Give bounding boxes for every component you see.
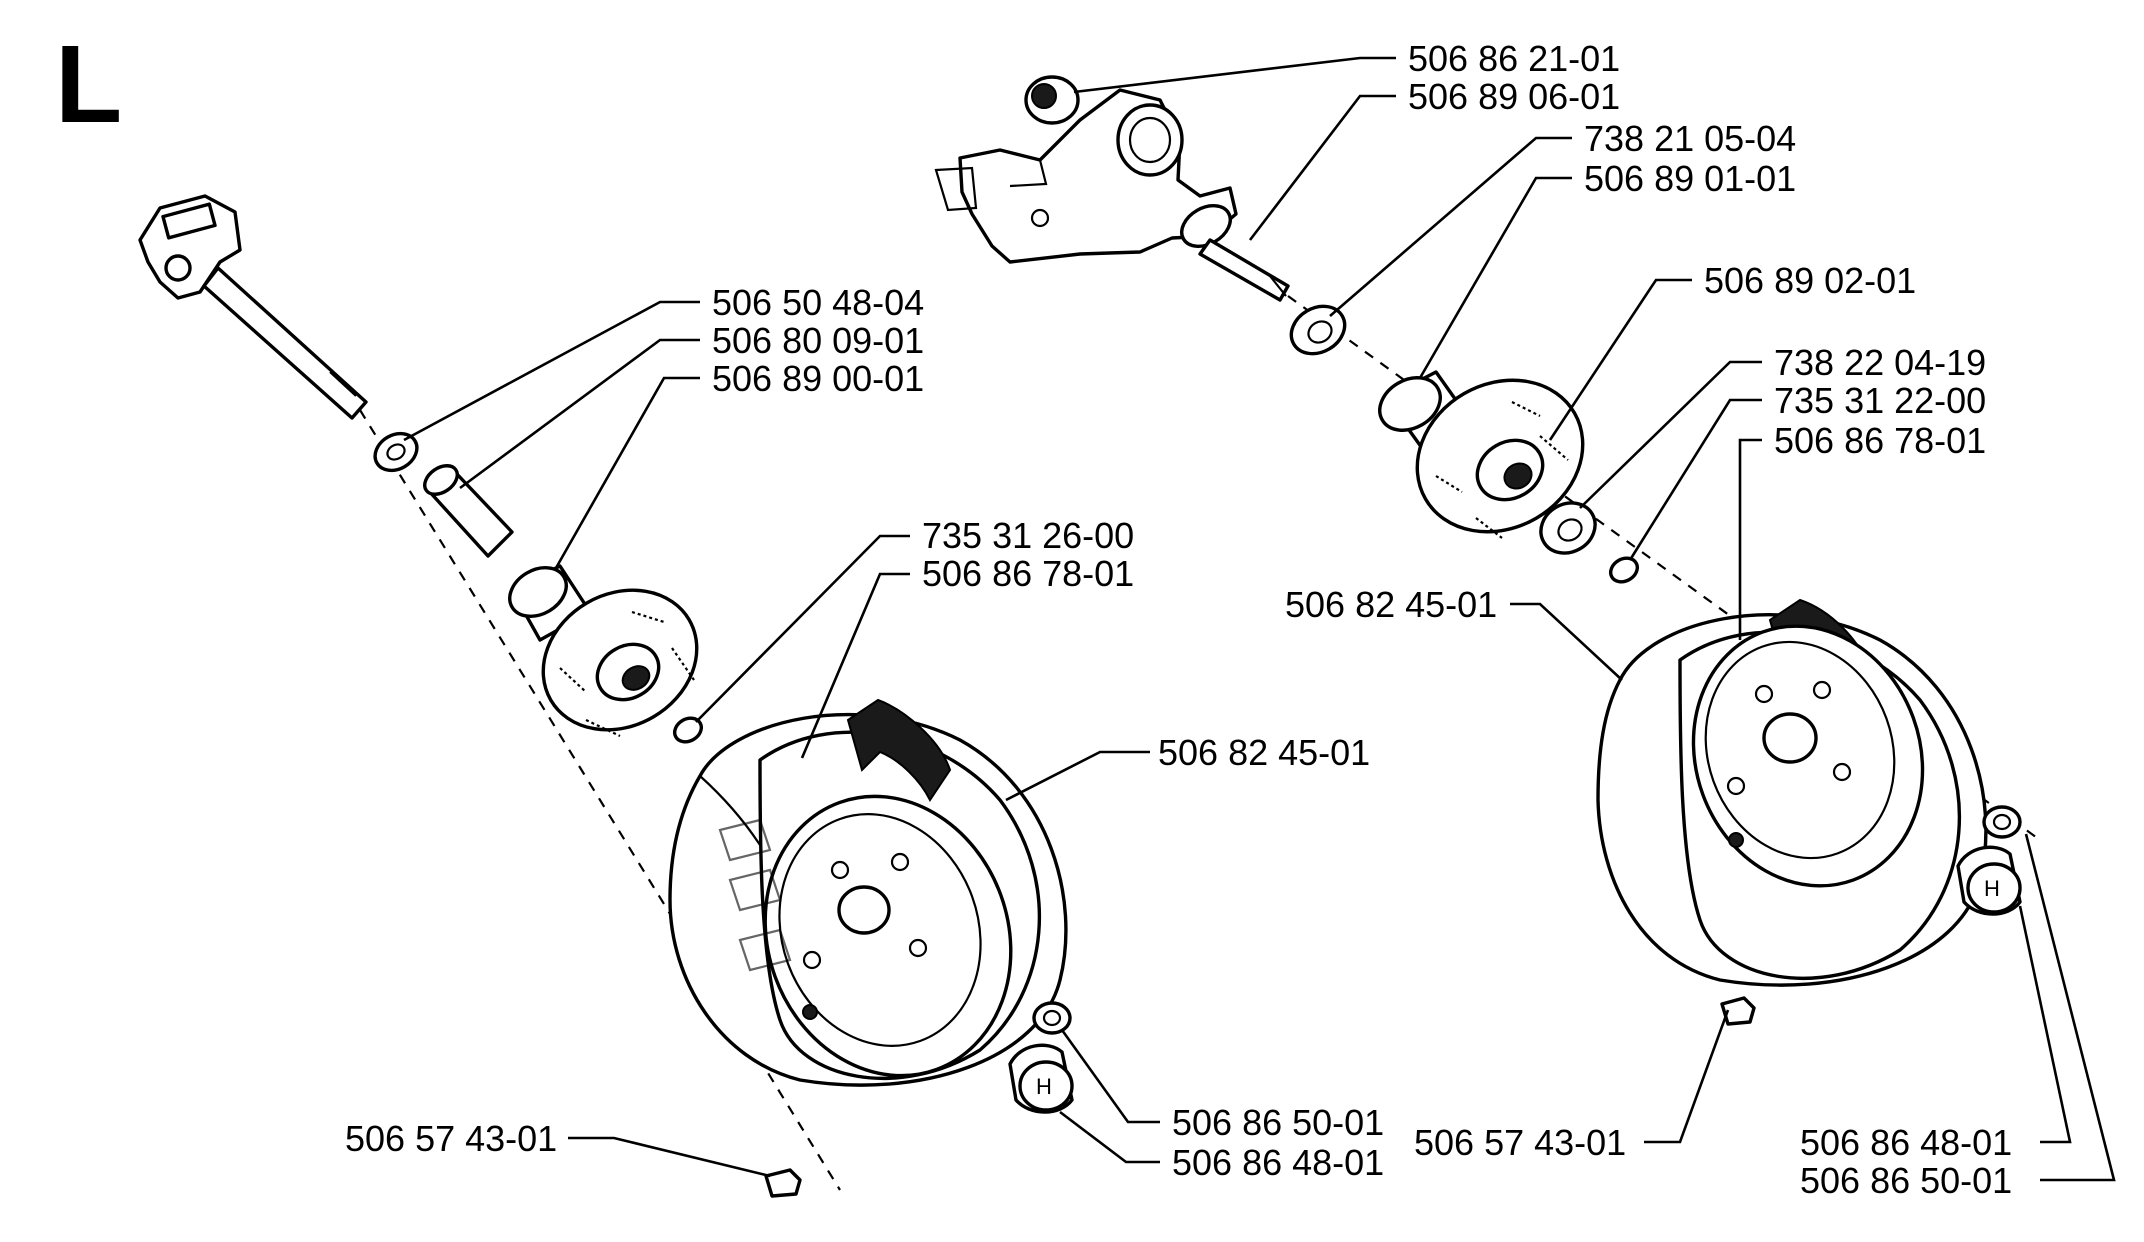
right-hub-cap: H	[1956, 845, 2022, 916]
svg-text:H: H	[1036, 1074, 1052, 1099]
right-valve	[1720, 996, 1756, 1026]
label-right-hub-cap: 506 86 48-01	[1800, 1122, 2012, 1163]
label-right-nut: 506 86 50-01	[1800, 1160, 2012, 1201]
left-valve	[764, 1168, 802, 1198]
label-right-valve: 506 57 43-01	[1414, 1122, 1626, 1163]
left-spacer	[373, 431, 419, 473]
svg-text:H: H	[1984, 876, 2000, 901]
section-letter: L	[55, 23, 122, 146]
label-left-nut: 506 86 50-01	[1172, 1102, 1384, 1143]
label-right-bearing-outer: 738 22 04-19	[1774, 342, 1986, 383]
left-nut	[1032, 1001, 1072, 1035]
right-axle-arm	[934, 88, 1238, 264]
label-right-bearing: 738 21 05-04	[1584, 118, 1796, 159]
left-hub-cap: H	[1008, 1043, 1074, 1114]
label-left-hub-cap: 506 86 48-01	[1172, 1142, 1384, 1183]
right-wheel	[1596, 598, 1988, 987]
left-hub	[508, 564, 699, 737]
label-right-circlip: 735 31 22-00	[1774, 380, 1986, 421]
label-right-studs: 506 89 02-01	[1704, 260, 1916, 301]
label-left-spacer: 506 50 48-04	[712, 282, 924, 323]
left-wheel	[668, 698, 1068, 1087]
right-axle-shaft	[1180, 204, 1290, 302]
label-left-sleeve: 506 80 09-01	[712, 320, 924, 361]
label-right-wheel: 506 82 45-01	[1285, 584, 1497, 625]
left-axle-shaft	[138, 194, 368, 420]
left-assembly: H 506 50 48-04 506 80 09-01 506 89 00-01…	[138, 194, 1384, 1198]
right-hub	[1378, 370, 1585, 539]
right-bearing	[1289, 304, 1347, 356]
label-left-hub: 506 89 00-01	[712, 358, 924, 399]
right-bushing	[1024, 75, 1080, 125]
left-leaders	[403, 300, 1160, 1178]
left-circlip	[672, 716, 704, 744]
right-nut	[1982, 805, 2022, 839]
label-right-axle-arm: 506 89 06-01	[1408, 76, 1620, 117]
label-right-washer: 506 86 78-01	[1774, 420, 1986, 461]
label-left-valve: 506 57 43-01	[345, 1118, 557, 1159]
left-sleeve	[423, 464, 514, 558]
label-left-wheel: 506 82 45-01	[1158, 732, 1370, 773]
label-left-circlip: 735 31 26-00	[922, 515, 1134, 556]
right-circlip	[1608, 556, 1640, 584]
right-assembly: H 506 86 21-01 506 89 06-01 738 21 05-04…	[934, 38, 2116, 1201]
label-right-hub: 506 89 01-01	[1584, 158, 1796, 199]
right-leaders	[1073, 56, 2116, 1182]
label-left-washer: 506 86 78-01	[922, 553, 1134, 594]
right-bearing-outer	[1539, 501, 1597, 555]
label-right-bushing: 506 86 21-01	[1408, 38, 1620, 79]
